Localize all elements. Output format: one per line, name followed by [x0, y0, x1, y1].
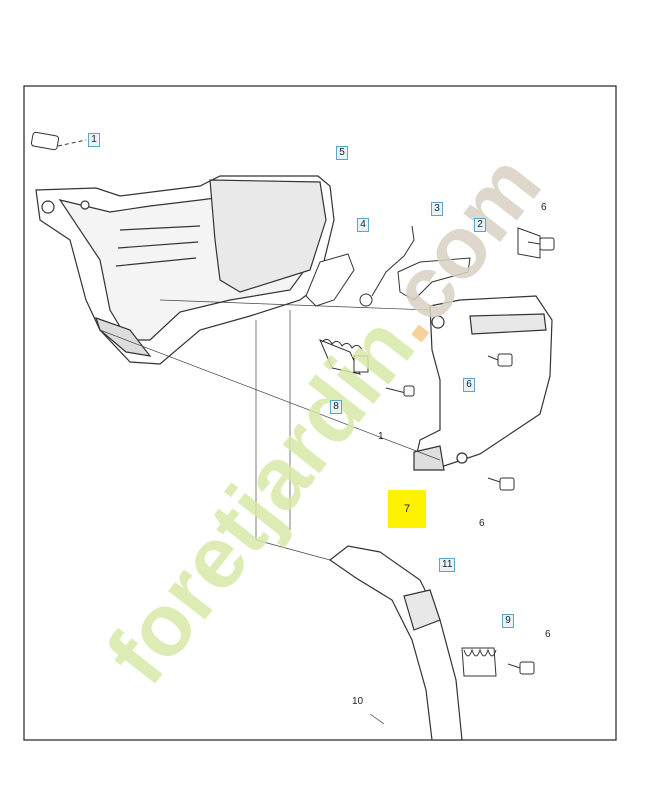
- screw-part-6d: [507, 661, 535, 675]
- callout-9: 9: [502, 614, 514, 628]
- callout-1: 1: [88, 133, 100, 147]
- guide-part-11: [328, 545, 463, 741]
- spring-part-9: [461, 647, 497, 677]
- spring-part-3: [359, 225, 415, 307]
- callout-7: 7: [388, 490, 426, 528]
- watermark-main: foretjardin: [87, 298, 433, 702]
- callout-1-lower: 1: [378, 431, 384, 442]
- diagram-frame: [23, 85, 617, 741]
- callout-6-bottom: 6: [545, 629, 551, 640]
- callout-3: 3: [431, 202, 443, 216]
- spring-part-8: [319, 338, 369, 375]
- screw-part-6a: [517, 227, 555, 259]
- cover-part-7: [413, 295, 553, 471]
- callout-6-lower: 6: [479, 518, 485, 529]
- lever-part-2: [397, 257, 471, 301]
- callout-4: 4: [357, 218, 369, 232]
- svg-text:foretjardin.com: foretjardin.com: [87, 136, 559, 702]
- screw-part-1b: [385, 385, 415, 397]
- housing-part-5: [35, 175, 335, 365]
- callout-8: 8: [330, 400, 342, 414]
- assembly-lines: [99, 299, 441, 725]
- callout-11: 11: [439, 558, 456, 572]
- screw-part-6c: [487, 477, 515, 491]
- callout-5: 5: [336, 146, 348, 160]
- callout-6-top: 6: [541, 202, 547, 213]
- screw-part-6b: [487, 353, 513, 367]
- bolt-part-1: [30, 131, 87, 151]
- callout-10: 10: [352, 696, 364, 707]
- callout-6-cover: 6: [463, 378, 475, 392]
- callout-2: 2: [474, 218, 486, 232]
